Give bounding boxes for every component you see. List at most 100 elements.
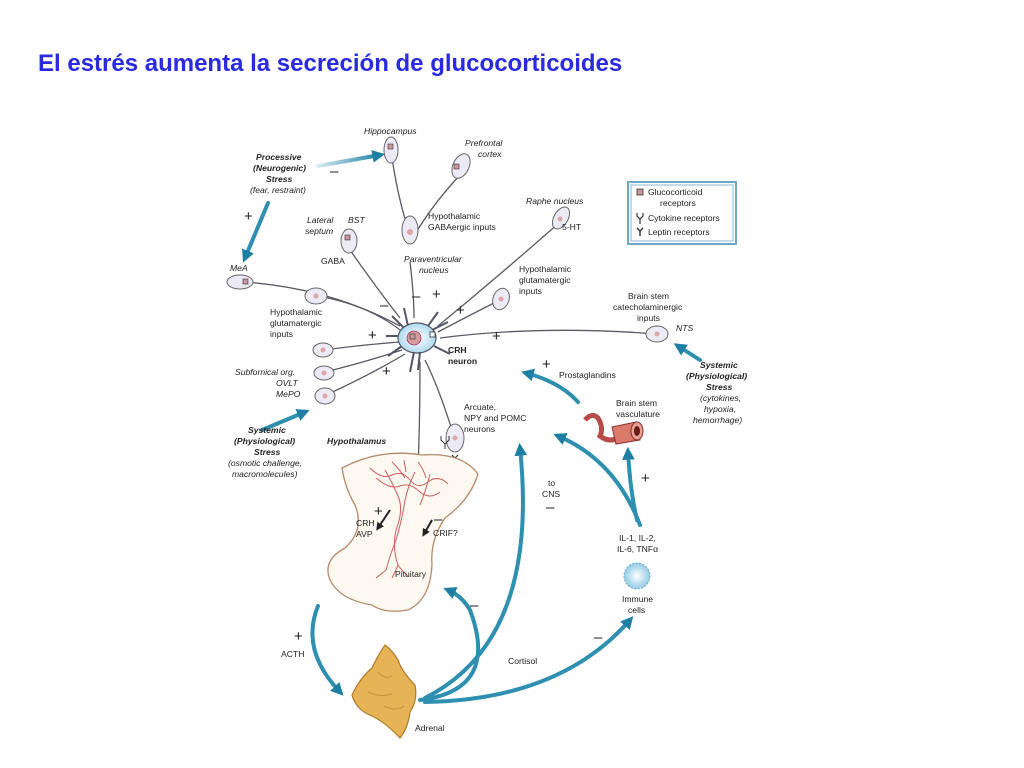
sign-plus-2: + — [456, 302, 465, 319]
label-arcuate-3: neurons — [464, 424, 495, 434]
adrenal-gland — [351, 644, 417, 739]
label-arcuate-2: NPY and POMC — [464, 413, 526, 423]
label-subfornical-2: OVLT — [276, 378, 299, 388]
label-5ht: 5-HT — [562, 222, 582, 232]
label-immune-2: cells — [628, 605, 645, 615]
sign-minus-1: – — [380, 297, 389, 314]
nts-neuron — [645, 325, 669, 343]
label-hyp-gaba-1: Hypothalamic — [428, 211, 481, 221]
legend-box: Glucocorticoid receptors Cytokine recept… — [627, 181, 737, 245]
label-paraventricular-1: Paraventricular — [404, 254, 463, 264]
crif-arrow — [422, 519, 433, 537]
slide-title: El estrés aumenta la secreción de glucoc… — [38, 50, 623, 77]
label-brainstem-vasc-2: vasculature — [616, 409, 660, 419]
label-to-cns-2: CNS — [542, 489, 560, 499]
label-hypothalamus: Hypothalamus — [327, 436, 386, 446]
brainstem-vasculature — [583, 412, 644, 445]
label-hyp-gaba-2: GABAergic inputs — [428, 222, 496, 232]
label-crh: CRH — [356, 518, 375, 528]
label-processive-1: Processive — [256, 152, 302, 162]
label-cortisol: Cortisol — [508, 656, 537, 666]
prefrontal-neuron — [451, 153, 471, 179]
processive-to-hippocampus-arrow — [316, 150, 386, 168]
label-systemic-right-3: Stress — [706, 382, 732, 392]
label-hyp-glut-right-3: inputs — [519, 286, 542, 296]
label-cytokines-2: IL-6, TNFα — [617, 544, 658, 554]
label-avp: AVP — [356, 529, 373, 539]
lateral-septum-neuron — [340, 228, 358, 254]
label-hyp-glut-left-1: Hypothalamic — [270, 307, 323, 317]
label-systemic-right-ex-2: hypoxia, — [704, 404, 736, 414]
label-arcuate-1: Arcuate, — [464, 402, 496, 412]
legend-cytokine: Cytokine receptors — [648, 213, 720, 223]
sign-plus-acth: + — [294, 628, 303, 645]
raphe-neuron — [551, 206, 571, 230]
label-to-cns-1: to — [548, 478, 555, 488]
label-systemic-left-3: Stress — [254, 447, 280, 457]
glucocorticoid-receptor-icon — [636, 188, 644, 196]
label-acth: ACTH — [281, 649, 304, 659]
label-gaba: GABA — [321, 256, 345, 266]
stress-arrows — [242, 150, 702, 704]
label-systemic-right-ex-3: hemorrhage) — [693, 415, 742, 425]
sign-plus-prostaglandins: + — [542, 356, 551, 373]
portal-vessels — [369, 459, 449, 579]
pituitary-gland — [327, 452, 479, 612]
label-subfornical-1: Subfornical org. — [235, 367, 295, 377]
crh-release-arrow — [376, 509, 391, 531]
sign-minus-2: – — [412, 288, 421, 305]
label-hyp-glut-right-2: glutamatergic — [519, 275, 571, 285]
label-pituitary: Pituitary — [395, 569, 427, 579]
label-systemic-left-1: Systemic — [248, 425, 286, 435]
label-catechol-2: catecholaminergic — [613, 302, 683, 312]
label-crif: CRIF? — [433, 528, 458, 538]
sign-plus-3: + — [492, 328, 501, 345]
label-systemic-left-2: (Physiological) — [234, 436, 295, 446]
legend-glucocorticoid-1: Glucocorticoid — [648, 187, 703, 197]
sign-plus-processive: + — [244, 208, 253, 225]
label-bst: BST — [348, 215, 365, 225]
leptin-receptor-icon — [636, 227, 644, 236]
immune-cell — [623, 562, 651, 590]
hyp-glut-left-neuron — [304, 287, 328, 305]
label-systemic-right-ex-1: (cytokines, — [700, 393, 741, 403]
prostaglandins-arrow — [521, 368, 580, 404]
sign-plus-4: + — [368, 327, 377, 344]
cortisol-to-cns-arrow — [423, 442, 528, 700]
label-processive-3: Stress — [266, 174, 292, 184]
label-adrenal: Adrenal — [415, 723, 445, 733]
label-hippocampus: Hippocampus — [364, 126, 417, 136]
label-systemic-right-2: (Physiological) — [686, 371, 747, 381]
immune-to-cns-arrow — [553, 433, 642, 527]
sign-minus-processive: – — [330, 163, 339, 180]
mea-neuron — [226, 274, 254, 290]
label-catechol-3: inputs — [637, 313, 660, 323]
label-lateral-septum-1: Lateral — [307, 215, 334, 225]
label-prostaglandins: Prostaglandins — [559, 370, 616, 380]
label-prefrontal-1: Prefrontal — [465, 138, 503, 148]
cortisol-to-pituitary-arrow — [418, 587, 481, 702]
label-processive-2: (Neurogenic) — [253, 163, 306, 173]
cytokine-receptor-icon — [636, 213, 644, 224]
sign-marks: – + – – + + + + + + + – – + – + – — [244, 163, 650, 646]
legend-leptin: Leptin receptors — [648, 227, 710, 237]
label-brainstem-vasc-1: Brain stem — [616, 398, 657, 408]
label-hyp-glut-left-3: inputs — [270, 329, 293, 339]
label-processive-ex: (fear, restraint) — [250, 185, 306, 195]
label-lateral-septum-2: septum — [305, 226, 333, 236]
hippocampus-neuron — [383, 136, 399, 164]
label-crh-neuron-1: CRH — [448, 345, 467, 355]
acth-arrow — [310, 604, 344, 696]
label-crh-neuron-2: neuron — [448, 356, 477, 366]
sign-minus-crif: – — [434, 511, 443, 528]
cortisol-to-immune-arrow — [423, 616, 634, 704]
processive-to-mea-arrow — [242, 201, 270, 263]
sign-minus-immune: – — [594, 629, 603, 646]
systemic-right-arrow — [673, 343, 702, 362]
label-cytokines-1: IL-1, IL-2, — [619, 533, 656, 543]
sign-plus-crh: + — [374, 503, 383, 520]
label-immune-1: Immune — [622, 594, 653, 604]
legend-glucocorticoid-2: receptors — [660, 198, 696, 208]
paraventricular-gaba-neuron — [401, 215, 419, 245]
